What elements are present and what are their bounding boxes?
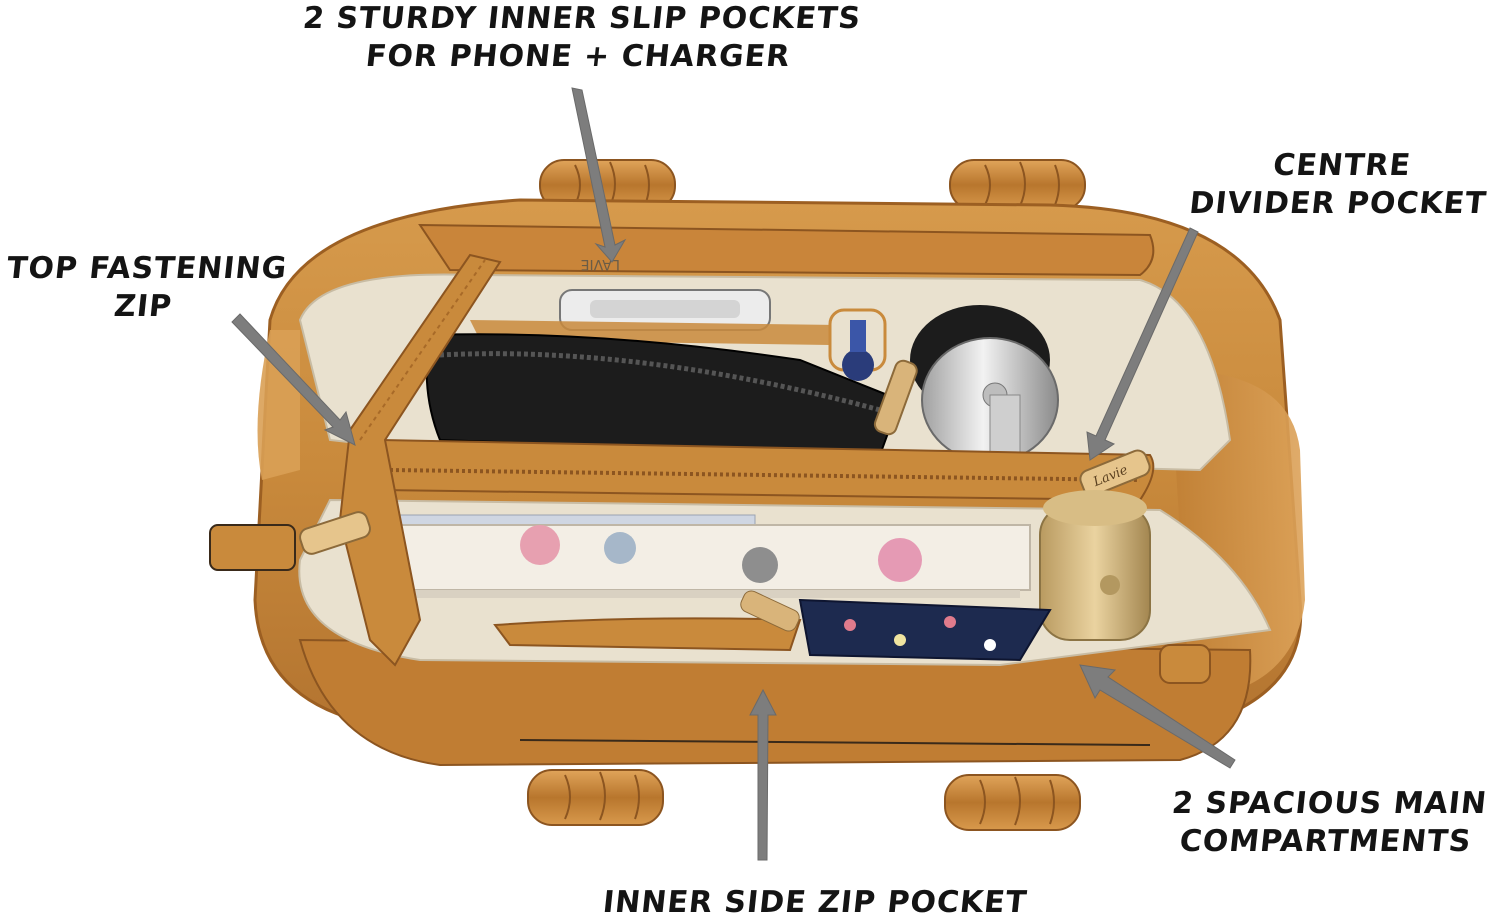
black-pouch xyxy=(425,333,902,457)
fastening-strap xyxy=(338,253,502,667)
callout-side-zip: INNER SIDE ZIP POCKET xyxy=(583,884,1047,922)
strap-tab xyxy=(1159,644,1211,684)
callout-top-zip-line1: TOP FASTENING xyxy=(5,251,289,286)
zip-puller-top xyxy=(299,511,371,555)
handle-bottom-right xyxy=(944,774,1081,831)
callout-main-compartments: 2 SPACIOUS MAIN COMPARTMENTS xyxy=(1156,785,1499,861)
steel-bottle xyxy=(910,305,1059,463)
callout-slip-pockets: 2 STURDY INNER SLIP POCKETS FOR PHONE + … xyxy=(281,0,879,76)
zip-puller-centre xyxy=(873,359,918,436)
charger xyxy=(828,308,887,381)
callout-main-compartments-line2: COMPARTMENTS xyxy=(1177,824,1474,859)
strap-end xyxy=(209,524,296,571)
callout-top-zip-line2: ZIP xyxy=(112,289,174,324)
bag-front-rim xyxy=(298,638,1252,767)
callout-main-compartments-line1: 2 SPACIOUS MAIN xyxy=(1170,786,1489,821)
callout-centre-divider: CENTRE DIVIDER POCKET xyxy=(1176,147,1500,223)
gold-bottle xyxy=(1039,490,1151,641)
callout-side-zip-line1: INNER SIDE ZIP POCKET xyxy=(601,885,1029,920)
callout-centre-divider-line1: CENTRE xyxy=(1271,148,1413,183)
phone xyxy=(559,289,771,331)
handle-top-left xyxy=(539,159,676,211)
handle-top-right xyxy=(949,159,1086,211)
callout-slip-pockets-line2: FOR PHONE + CHARGER xyxy=(363,39,793,74)
callout-centre-divider-line2: DIVIDER POCKET xyxy=(1187,186,1489,221)
callout-slip-pockets-line1: 2 STURDY INNER SLIP POCKETS xyxy=(301,1,863,36)
handle-bottom-left xyxy=(527,769,664,826)
notebooks xyxy=(354,514,1031,598)
side-zip-pocket xyxy=(493,590,1052,662)
arrow-pointer-icon xyxy=(231,87,1236,861)
callout-top-zip: TOP FASTENING ZIP xyxy=(0,250,294,326)
